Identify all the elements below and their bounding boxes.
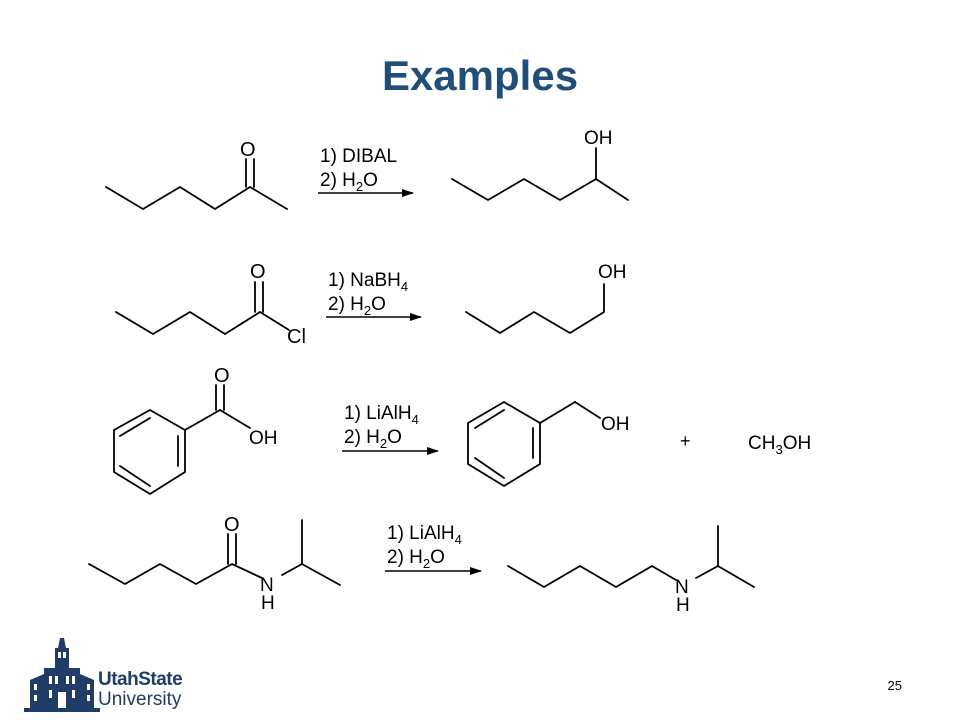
reaction-4-product: N H: [507, 525, 755, 616]
university-logo: UtahState University: [22, 638, 222, 716]
atom-label: H: [261, 593, 275, 614]
reaction-1-product: OH: [451, 128, 629, 201]
reaction-1-reagents: 1) DIBAL 2) H2O: [318, 146, 414, 197]
atom-label: OH: [598, 262, 627, 283]
atom-label: O: [224, 514, 240, 536]
reaction-2-reagents: 1) NaBH4 2) H2O: [326, 270, 422, 321]
reaction-3: O OH 1) LiAlH4 2) H2O OH + CH3OH: [113, 365, 811, 495]
reaction-4-reagents: 1) LiAlH4 2) H2O: [385, 523, 482, 575]
reaction-3-reagents: 1) LiAlH4 2) H2O: [342, 403, 439, 455]
reagent-line-1: 1) DIBAL: [320, 146, 397, 167]
reaction-1-reactant: O: [105, 139, 288, 210]
reagent-line-1: 1) LiAlH4: [387, 523, 462, 547]
logo-wordmark: UtahState University: [98, 669, 183, 710]
reagent-line-1: 1) NaBH4: [328, 270, 408, 294]
reaction-2-reactant: O Cl: [115, 261, 306, 348]
old-main-building-icon: [24, 638, 100, 712]
reagent-line-1: 1) LiAlH4: [344, 403, 419, 427]
reaction-2-product: OH: [465, 262, 627, 334]
atom-label: OH: [249, 428, 278, 449]
reaction-2: O Cl 1) NaBH4 2) H2O OH: [115, 261, 627, 348]
reaction-3-product: OH: [467, 401, 630, 487]
atom-label: OH: [601, 414, 630, 435]
reaction-1: O 1) DIBAL 2) H2O OH: [105, 128, 629, 210]
reaction-3-reactant: O OH: [113, 365, 278, 495]
atom-label: N: [260, 575, 274, 596]
atom-label: O: [250, 261, 266, 283]
page-number: 25: [887, 678, 902, 693]
atom-label: Cl: [287, 326, 306, 348]
reaction-4: O N H 1) LiAlH4 2) H2O N H: [88, 514, 755, 616]
reagent-line-2: 2) H2O: [344, 427, 402, 451]
reagent-line-2: 2) H2O: [320, 170, 378, 194]
logo-line-1: UtahState: [98, 669, 183, 690]
atom-label: OH: [584, 128, 613, 149]
logo-line-2: University: [98, 689, 182, 710]
reagent-line-2: 2) H2O: [328, 294, 386, 318]
reaction-4-reactant: O N H: [88, 514, 341, 614]
byproduct-formula: CH3OH: [748, 433, 811, 457]
atom-label: N: [675, 577, 689, 598]
atom-label: O: [214, 365, 230, 387]
plus-sign: +: [680, 431, 691, 451]
slide-title: Examples: [381, 52, 579, 99]
atom-label: H: [676, 595, 690, 616]
reagent-line-2: 2) H2O: [387, 547, 445, 571]
atom-label: O: [240, 139, 256, 161]
